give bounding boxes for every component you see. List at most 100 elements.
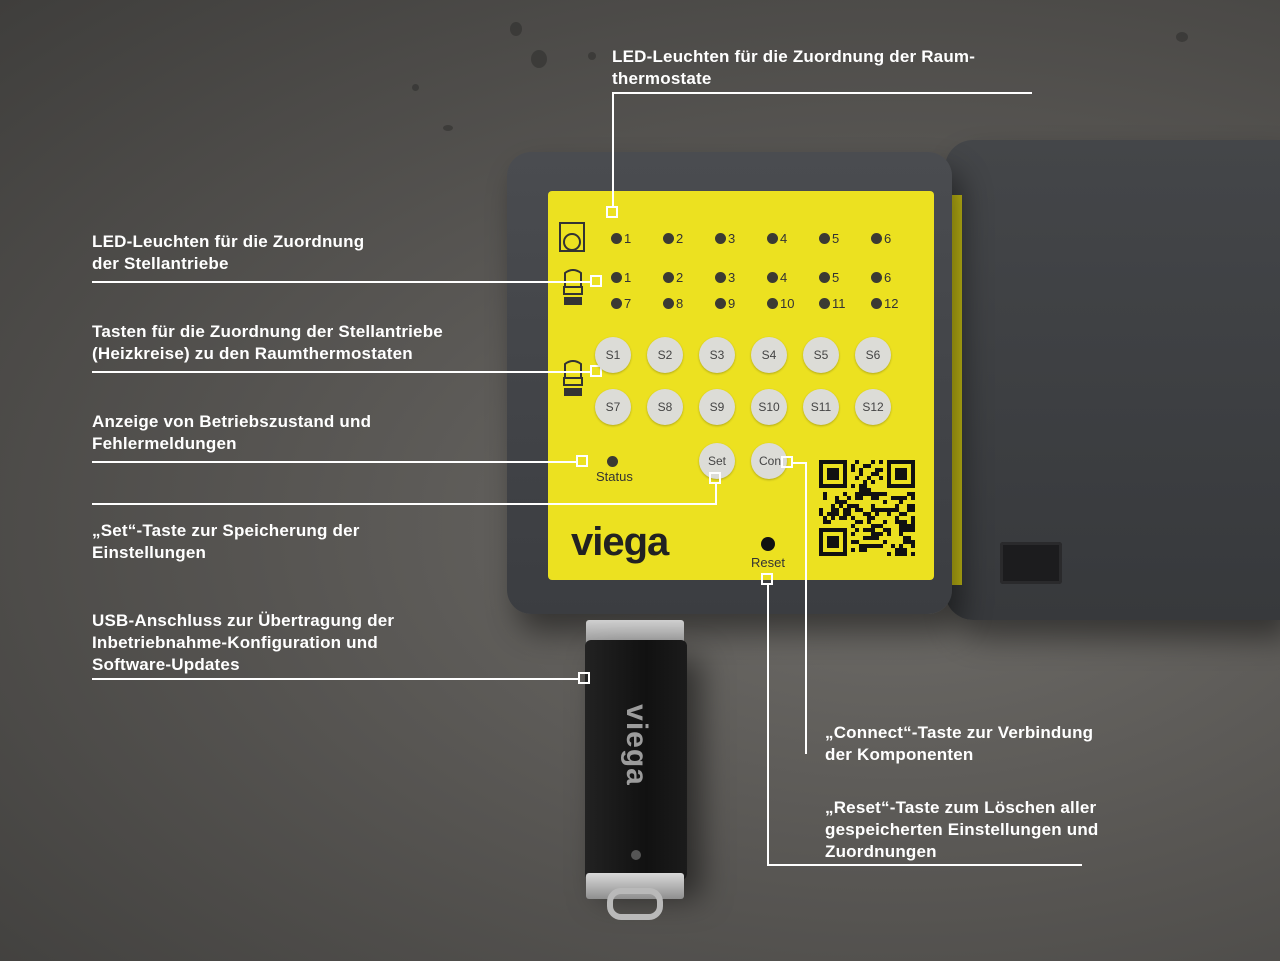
qr-module <box>819 512 823 516</box>
assign-button-s3[interactable]: S3 <box>699 337 735 373</box>
callout-marker <box>709 472 721 484</box>
qr-module <box>867 536 871 540</box>
wall-pit <box>531 50 547 68</box>
qr-module <box>883 492 887 496</box>
qr-module <box>851 540 855 544</box>
qr-module <box>879 544 883 548</box>
assign-button-s4[interactable]: S4 <box>751 337 787 373</box>
qr-module <box>875 472 879 476</box>
qr-module <box>863 536 867 540</box>
actuator-led-label: 12 <box>884 296 899 311</box>
qr-module <box>871 544 875 548</box>
qr-module <box>863 492 867 496</box>
actuator-led <box>611 298 622 309</box>
assign-button-s2[interactable]: S2 <box>647 337 683 373</box>
qr-module <box>907 540 911 544</box>
qr-module <box>871 524 875 528</box>
qr-module <box>887 532 891 536</box>
qr-module <box>883 520 887 524</box>
wall-pit <box>443 125 453 131</box>
qr-module <box>879 508 883 512</box>
qr-module <box>867 492 871 496</box>
qr-module <box>859 468 863 472</box>
qr-module <box>851 504 855 508</box>
qr-module <box>867 476 871 480</box>
assign-button-s8[interactable]: S8 <box>647 389 683 425</box>
thermostat-led-label: 6 <box>884 231 892 246</box>
assign-button-s12[interactable]: S12 <box>855 389 891 425</box>
actuator-led <box>871 272 882 283</box>
qr-module <box>875 512 879 516</box>
assign-button-s5[interactable]: S5 <box>803 337 839 373</box>
qr-module <box>899 524 903 528</box>
actuator-led-label: 1 <box>624 270 632 285</box>
qr-module <box>867 544 871 548</box>
qr-module <box>899 528 903 532</box>
qr-module <box>887 508 891 512</box>
actuator-led-label: 5 <box>832 270 840 285</box>
assign-button-s11[interactable]: S11 <box>803 389 839 425</box>
assign-button-s1[interactable]: S1 <box>595 337 631 373</box>
wall-pit <box>510 22 522 36</box>
qr-module <box>859 472 863 476</box>
callout-marker <box>578 672 590 684</box>
qr-module <box>879 532 883 536</box>
qr-module <box>867 488 871 492</box>
assign-button-s7[interactable]: S7 <box>595 389 631 425</box>
callout-connect-button: „Connect“-Taste zur Verbindung der Kompo… <box>825 723 1094 764</box>
qr-module <box>843 492 847 496</box>
assign-button-s9[interactable]: S9 <box>699 389 735 425</box>
actuator-led <box>767 298 778 309</box>
qr-module <box>855 540 859 544</box>
qr-module <box>903 536 907 540</box>
qr-module <box>847 512 851 516</box>
qr-module <box>871 460 875 464</box>
side-port <box>1000 542 1062 584</box>
qr-module <box>899 552 903 556</box>
qr-module <box>863 464 867 468</box>
qr-module <box>863 488 867 492</box>
qr-module <box>839 500 843 504</box>
actuator-led-label: 10 <box>780 296 795 311</box>
actuator-led <box>767 272 778 283</box>
qr-module <box>903 524 907 528</box>
qr-module <box>847 504 851 508</box>
qr-module <box>903 548 907 552</box>
actuator-led-label: 6 <box>884 270 892 285</box>
actuator-led-label: 2 <box>676 270 684 285</box>
assign-button-s6[interactable]: S6 <box>855 337 891 373</box>
reset-label: Reset <box>751 555 785 570</box>
qr-module <box>879 460 883 464</box>
reset-button[interactable] <box>761 537 775 551</box>
qr-module <box>875 536 879 540</box>
qr-module <box>863 484 867 488</box>
qr-module <box>911 492 915 496</box>
actuator-icon <box>561 269 585 312</box>
qr-module <box>879 524 883 528</box>
qr-module <box>907 508 911 512</box>
qr-module <box>899 544 903 548</box>
assign-button-s10[interactable]: S10 <box>751 389 787 425</box>
qr-module <box>903 512 907 516</box>
qr-module <box>855 460 859 464</box>
callout-line <box>92 281 590 283</box>
callout-line <box>92 503 716 505</box>
qr-module <box>911 508 915 512</box>
qr-module <box>907 528 911 532</box>
usb-stick[interactable] <box>585 640 687 880</box>
qr-module <box>871 528 875 532</box>
qr-module <box>855 528 859 532</box>
qr-module <box>887 528 891 532</box>
callout-marker <box>606 206 618 218</box>
callout-usb-port: USB-Anschluss zur Übertragung der Inbetr… <box>92 611 395 674</box>
qr-module <box>875 544 879 548</box>
qr-module <box>899 496 903 500</box>
actuator-led-label: 11 <box>832 296 846 311</box>
qr-module <box>823 520 827 524</box>
callout-line <box>715 484 717 505</box>
qr-module <box>871 480 875 484</box>
qr-module <box>871 492 875 496</box>
thermostat-led-label: 4 <box>780 231 788 246</box>
qr-module <box>883 508 887 512</box>
thermostat-led <box>715 233 726 244</box>
